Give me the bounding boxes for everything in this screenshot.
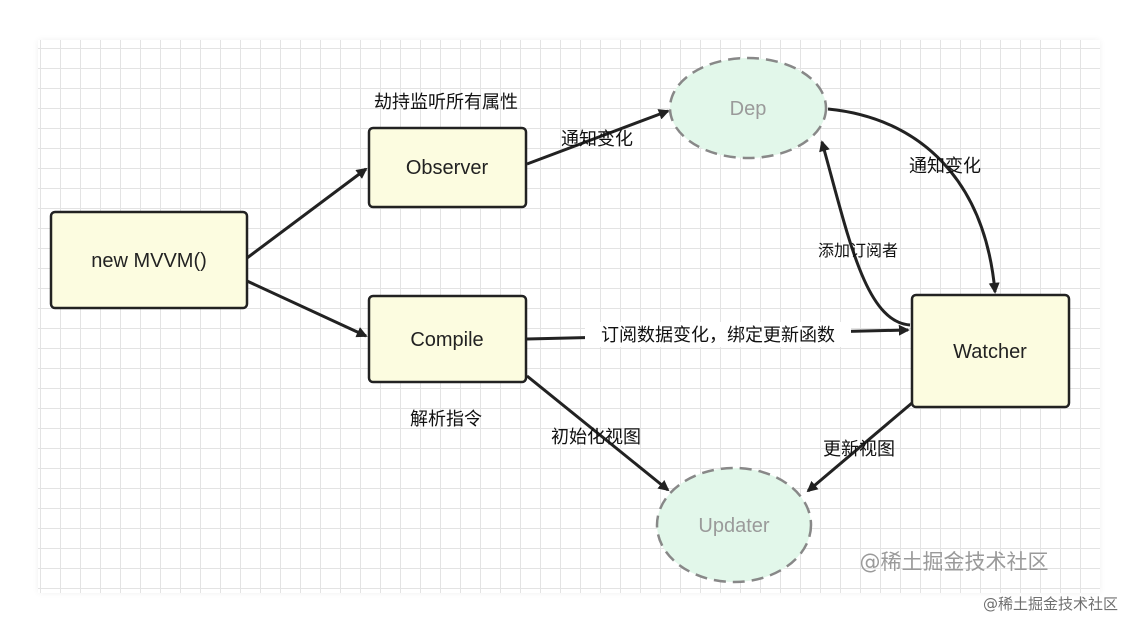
compile-to-updater-label: 初始化视图 [551,427,641,448]
node-compile: Compile [367,294,528,384]
node-watcher: Watcher [910,293,1071,409]
compile-to-watcher-label: 订阅数据变化，绑定更新函数 [601,325,835,346]
node-updater: Updater [655,466,813,584]
node-observer: Observer [367,126,528,209]
node-mvvm-label: new MVVM() [91,250,207,272]
compile-annotation: 解析指令 [410,409,482,430]
node-mvvm: new MVVM() [49,210,249,310]
labels: 劫持监听所有属性 解析指令 通知变化 通知变化 添加订阅者 订阅数据变化，绑定更… [374,92,1049,574]
node-observer-label: Observer [406,157,489,179]
watcher-to-updater-label: 更新视图 [823,439,895,460]
dep-to-watcher-label: 通知变化 [909,156,981,177]
node-observer-box [367,126,528,209]
observer-annotation: 劫持监听所有属性 [374,92,518,113]
node-watcher-box [910,293,1071,409]
edge-mvvm-to-compile [246,279,368,338]
node-mvvm-box [49,210,249,310]
node-watcher-label: Watcher [953,341,1027,363]
node-dep: Dep [668,56,828,160]
node-updater-label: Updater [698,515,769,537]
inner-watermark: @稀土掘金技术社区 [860,550,1049,574]
outer-watermark: @稀土掘金技术社区 [982,595,1118,613]
edge-mvvm-to-observer [246,167,368,260]
node-dep-label: Dep [730,98,767,120]
edge-dep-to-watcher [827,107,1000,294]
node-compile-box [367,294,528,384]
edge-watcher-to-updater [806,401,913,493]
compile-to-watcher-label-bg [585,322,851,347]
edge-compile-to-updater [526,374,670,492]
node-dep-ellipse [668,56,828,160]
watcher-to-dep-label: 添加订阅者 [818,241,898,260]
node-compile-label: Compile [410,329,483,351]
edge-observer-to-dep [526,109,670,166]
node-updater-ellipse [655,466,813,584]
observer-to-dep-label: 通知变化 [561,129,633,150]
edge-watcher-to-dep [819,140,911,327]
